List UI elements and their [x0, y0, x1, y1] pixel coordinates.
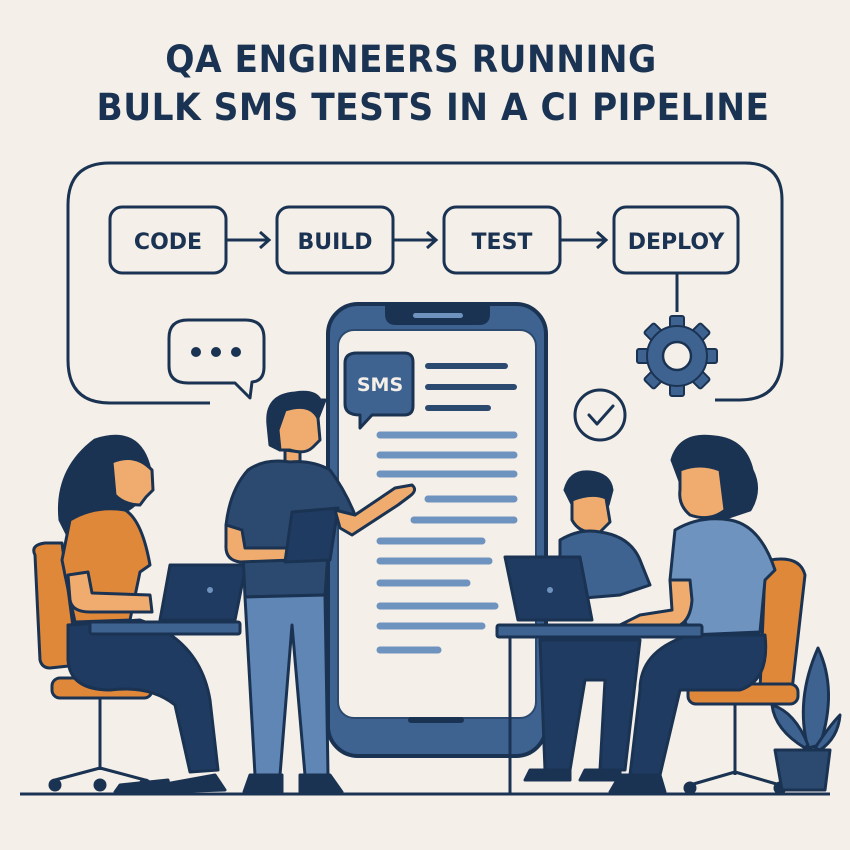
- checkmark-circle-icon: [573, 388, 627, 442]
- sms-badge-label: SMS: [357, 374, 403, 396]
- arrow-icon: [227, 230, 272, 250]
- stage-label-test: TEST: [472, 230, 533, 255]
- page-title-line-1: QA ENGINEERS RUNNING: [165, 38, 657, 81]
- smartphone: SMS: [326, 302, 548, 758]
- message-lines: [376, 363, 518, 654]
- arrow-icon: [561, 230, 609, 250]
- engineer-woman-right: [495, 434, 807, 795]
- chat-bubble-icon: [167, 318, 266, 400]
- sms-bubble-icon: SMS: [343, 351, 415, 430]
- arrow-icon: [394, 230, 439, 250]
- pipeline-stage-test: TEST: [442, 205, 562, 275]
- pipeline-loop-frame: [66, 161, 784, 405]
- pipeline-stage-code: CODE: [108, 205, 228, 275]
- page-title-line-2: BULK SMS TESTS IN A CI PIPELINE: [96, 86, 770, 129]
- plant-icon: [770, 646, 842, 792]
- stage-label-code: CODE: [134, 230, 202, 255]
- engineer-man-presenting: [224, 390, 417, 794]
- engineer-woman-left: [32, 434, 248, 794]
- gear-icon: [636, 315, 718, 397]
- pipeline-stage-build: BUILD: [275, 205, 395, 275]
- pipeline-stage-deploy: DEPLOY: [612, 205, 740, 275]
- stage-label-build: BUILD: [297, 230, 372, 255]
- stage-label-deploy: DEPLOY: [628, 230, 726, 255]
